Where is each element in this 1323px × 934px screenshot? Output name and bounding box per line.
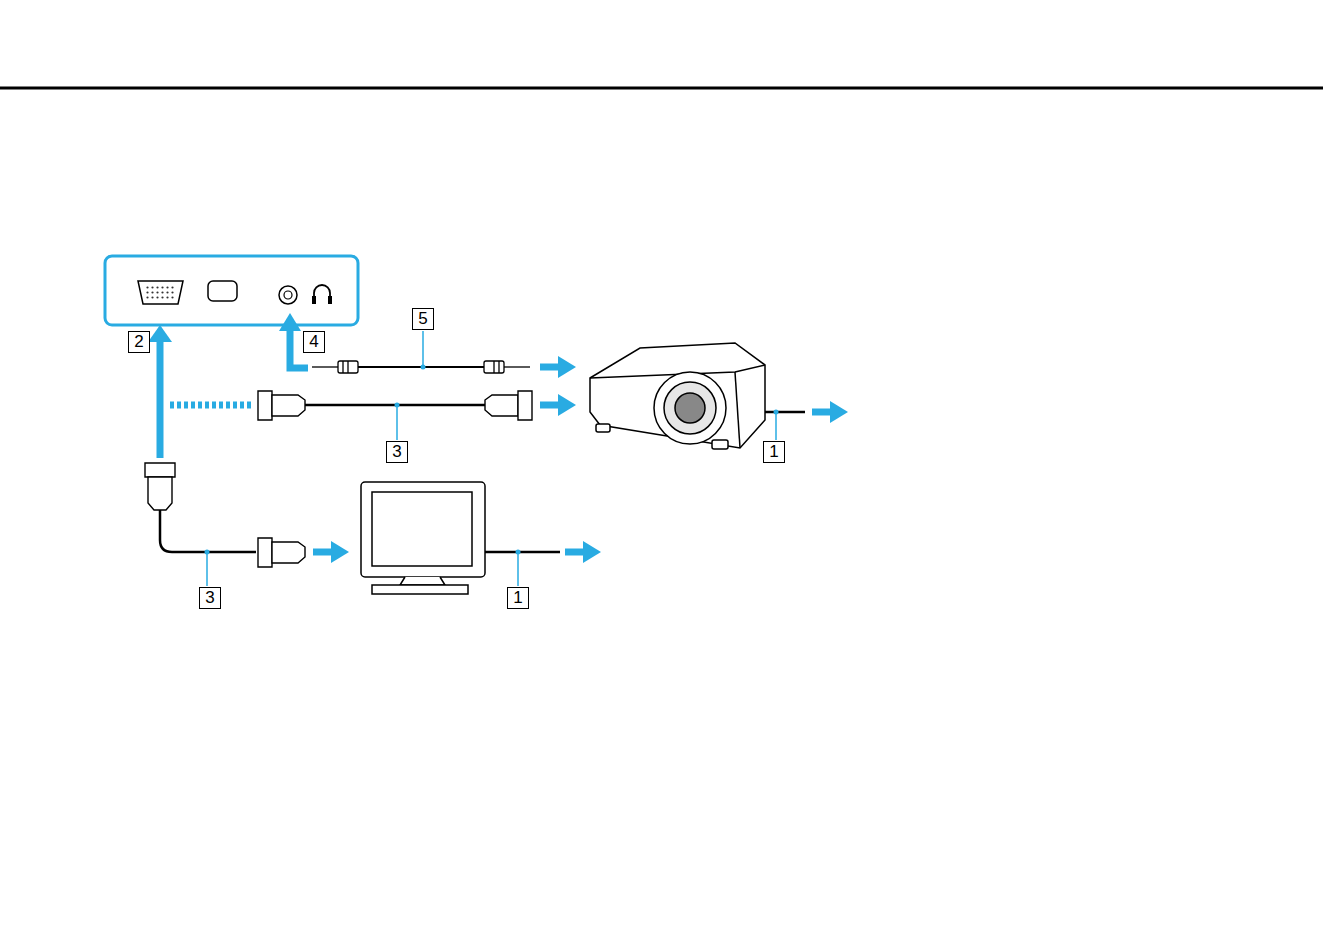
leader-dot	[516, 550, 521, 555]
blue-arrow	[279, 313, 301, 331]
blue-arrow	[830, 401, 848, 423]
blue-arrow	[812, 409, 832, 416]
leader-dot	[205, 550, 210, 555]
callout-box: 2	[128, 331, 150, 353]
leader-dot	[395, 403, 400, 408]
callout-number: 1	[512, 588, 524, 608]
leader-line	[396, 405, 398, 440]
leader-dot	[774, 410, 779, 415]
leader-line	[422, 331, 424, 367]
audio-cable	[312, 361, 530, 373]
projector	[590, 343, 765, 449]
callout-box: 1	[763, 441, 785, 463]
headphone-icon	[314, 285, 330, 303]
blue-arrow	[540, 402, 560, 409]
leader-dot	[421, 365, 426, 370]
vga-pins	[145, 284, 176, 301]
blue-arrow	[148, 325, 172, 342]
blue-arrow	[157, 340, 164, 458]
callout-box: 1	[507, 587, 529, 609]
jack-hole	[284, 291, 292, 299]
callout-number: 3	[391, 442, 403, 462]
callout-box: 3	[386, 441, 408, 463]
callout-number: 3	[204, 588, 216, 608]
leader-line	[517, 552, 519, 586]
callout-box: 4	[303, 331, 325, 353]
power-cord	[765, 411, 805, 414]
blue-arrows	[313, 356, 848, 563]
port-panel	[105, 256, 358, 325]
headphone-jack	[279, 286, 297, 304]
header-rule	[0, 87, 1323, 90]
leader-line	[775, 412, 777, 440]
callout-number: 1	[768, 442, 780, 462]
blue-arrow	[313, 549, 333, 556]
leader-line	[206, 552, 208, 586]
monitor	[361, 482, 485, 594]
blue-arrow	[558, 394, 576, 416]
dotted-blue-line	[170, 402, 254, 409]
callout-number: 5	[417, 309, 429, 329]
blue-arrow	[583, 541, 601, 563]
power-cord	[485, 551, 560, 554]
vga-cable	[145, 463, 305, 567]
callout-number: 4	[308, 332, 320, 352]
vga-port	[138, 281, 183, 304]
headphone-icon	[312, 296, 316, 304]
headphone-icon	[328, 296, 332, 304]
blue-arrow	[558, 356, 576, 378]
vga-cable	[258, 391, 532, 420]
blue-arrow	[331, 541, 349, 563]
callout-box: 3	[199, 587, 221, 609]
port	[208, 281, 237, 301]
callout-number: 2	[133, 332, 145, 352]
blue-arrow	[540, 364, 560, 371]
callout-box: 5	[412, 308, 434, 330]
blue-arrow	[565, 549, 585, 556]
